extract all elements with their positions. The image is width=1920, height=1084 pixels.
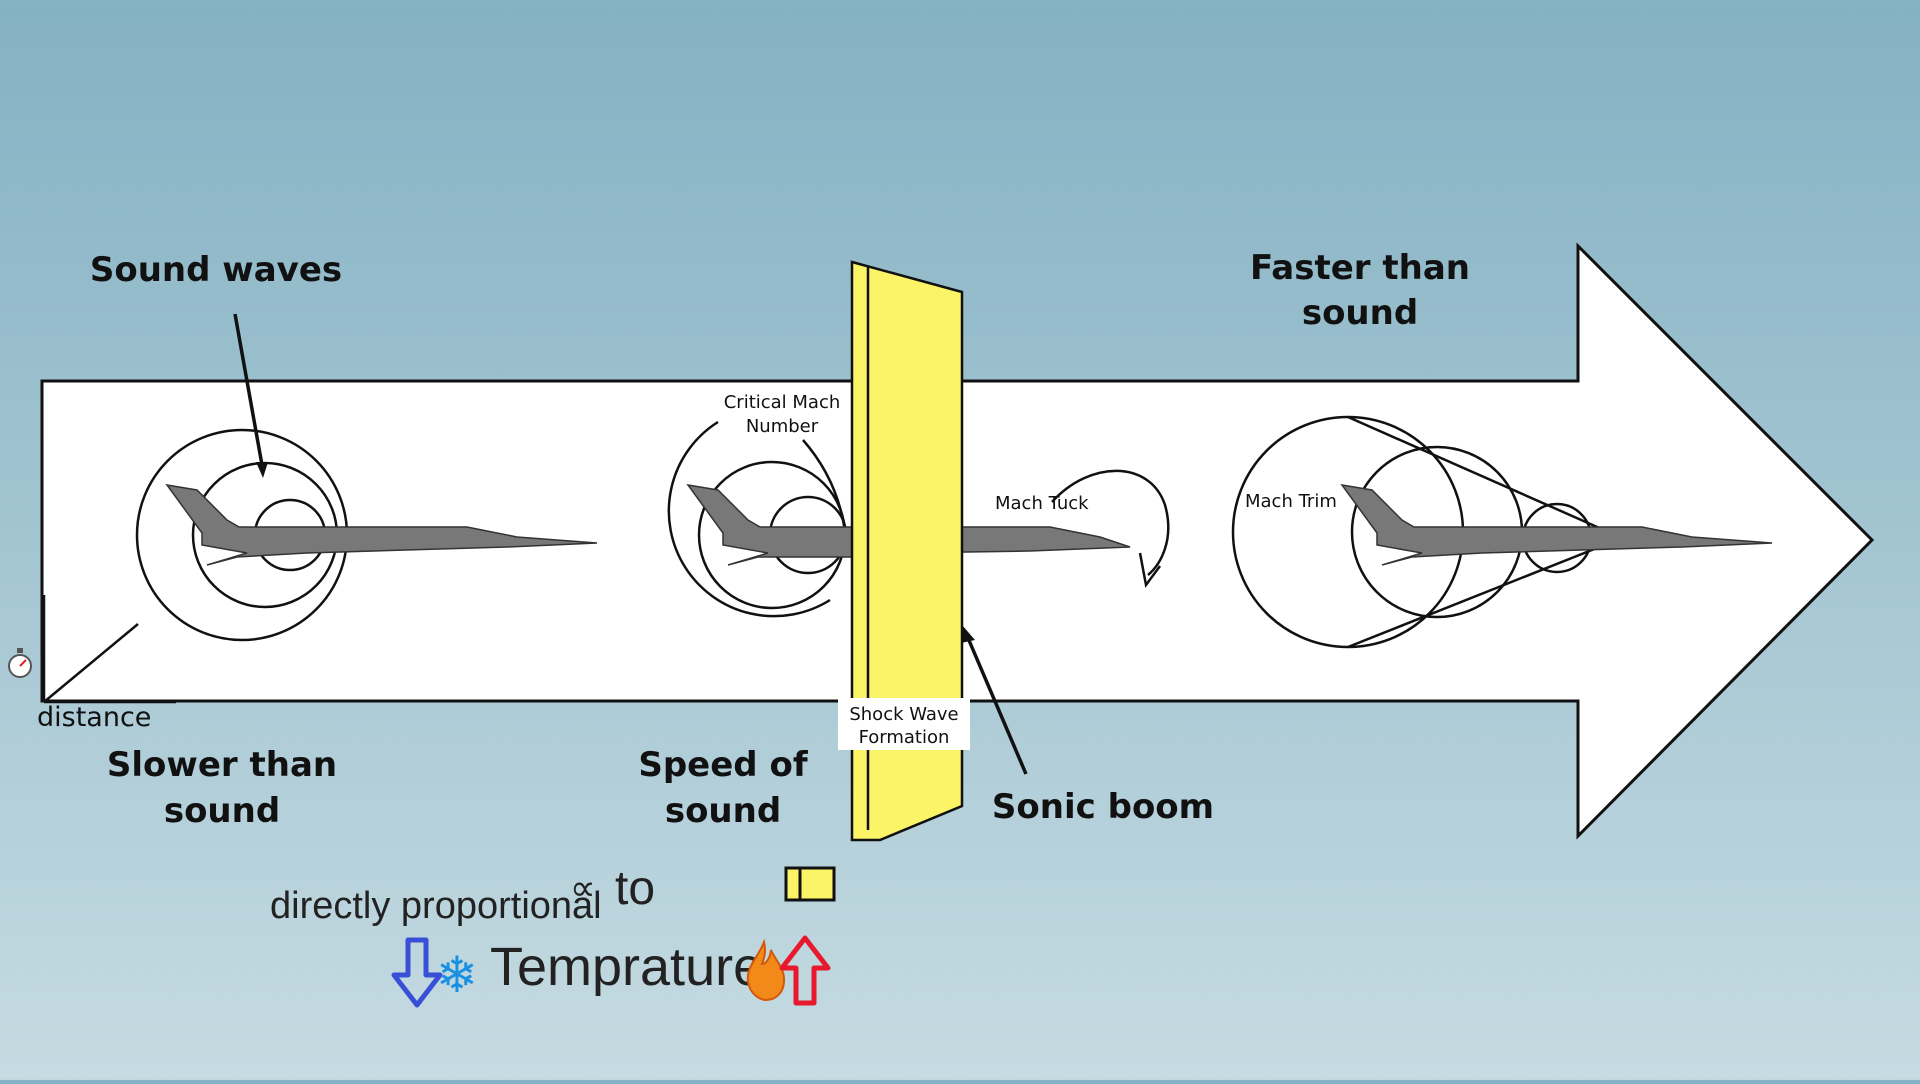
sound-waves-pointer xyxy=(233,313,268,478)
shock-wave-mini-icon xyxy=(784,866,836,902)
distance-label: distance xyxy=(37,702,151,733)
mach-tuck-label: Mach Tuck xyxy=(995,493,1089,514)
cold-down-arrow-icon xyxy=(391,937,443,1008)
speed-of-sound-label-1: Speed of xyxy=(638,745,808,785)
speed-of-sound-label-2: sound xyxy=(665,791,781,831)
airplane-transonic xyxy=(686,483,869,566)
critical-mach-label-1: Critical Mach xyxy=(724,392,841,413)
faster-than-sound-label-2: sound xyxy=(1302,293,1418,333)
faster-than-sound-label-1: Faster than xyxy=(1250,248,1470,288)
shock-wave-label-box xyxy=(838,698,970,750)
slower-than-sound-label-1: Slower than xyxy=(107,745,337,785)
temperature-text: Temprature xyxy=(490,937,763,997)
slower-than-sound-label-2: sound xyxy=(164,791,280,831)
hot-up-arrow-icon xyxy=(779,935,831,1006)
shock-wave-panel xyxy=(850,260,964,842)
mach-tuck-arrow xyxy=(1051,469,1170,589)
axis-lines xyxy=(42,595,176,704)
directly-proportional-text: directly proportional xyxy=(270,885,602,927)
stopwatch-icon xyxy=(8,648,32,678)
to-text: to xyxy=(615,862,655,915)
shock-wave-label-1: Shock Wave xyxy=(849,704,958,725)
mach-trim-label: Mach Trim xyxy=(1245,491,1337,512)
critical-mach-label-2: Number xyxy=(746,416,819,437)
sonic-boom-label: Sonic boom xyxy=(992,787,1214,827)
shock-wave-label-2: Formation xyxy=(859,727,950,748)
sonic-boom-pointer xyxy=(961,625,1028,775)
flame-icon xyxy=(746,938,786,1002)
proportional-symbol: ∝ xyxy=(570,867,596,908)
snowflake-icon: ❄ xyxy=(436,946,478,1004)
sound-waves-label: Sound waves xyxy=(90,250,342,290)
